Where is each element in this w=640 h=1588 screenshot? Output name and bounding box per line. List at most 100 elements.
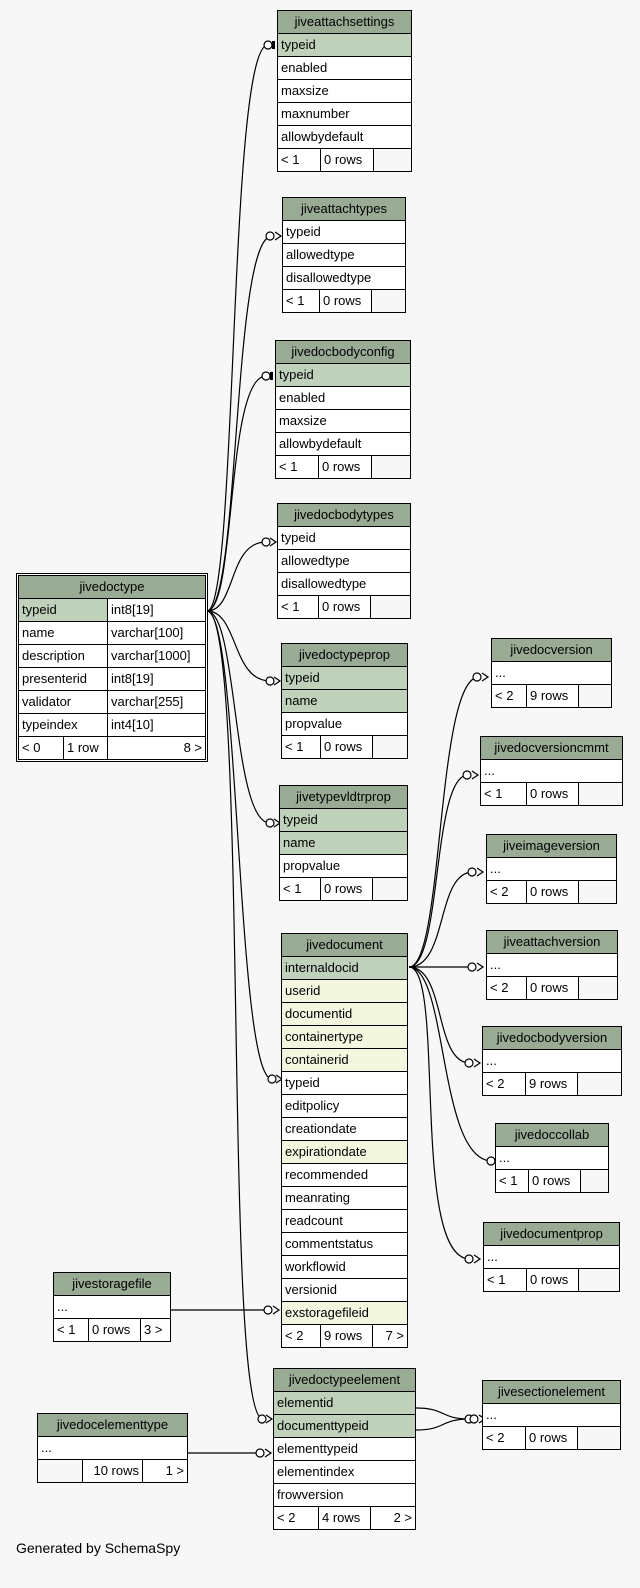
- parents-count[interactable]: < 0: [19, 737, 63, 759]
- column-row: recommended: [282, 1164, 407, 1187]
- column-row: typeid: [278, 527, 410, 550]
- column-name: elementid: [277, 1395, 334, 1410]
- column-name: ...: [490, 861, 501, 876]
- table-name: jivedocbodytypes: [278, 504, 410, 527]
- table-jivestoragefile[interactable]: jivestoragefile ... < 1 0 rows 3 >: [53, 1272, 171, 1342]
- parents-count[interactable]: < 1: [276, 456, 318, 478]
- table-jivedoccollab[interactable]: jivedoccollab ... < 1 0 rows: [495, 1123, 609, 1193]
- table-jiveattachtypes[interactable]: jiveattachtypes typeid allowedtype disal…: [282, 197, 406, 313]
- table-name: jivetypevldtrprop: [280, 786, 407, 809]
- column-row: ...: [487, 954, 617, 977]
- parents-count[interactable]: < 2: [487, 977, 526, 999]
- parents-count[interactable]: < 2: [492, 685, 526, 707]
- table-jivedocument[interactable]: jivedocument internaldocid userid docume…: [281, 933, 408, 1348]
- column-name: expirationdate: [285, 1144, 367, 1159]
- parents-count[interactable]: < 2: [274, 1507, 318, 1529]
- table-jivedocbodyversion[interactable]: jivedocbodyversion ... < 2 9 rows: [482, 1026, 622, 1096]
- column-type: varchar[1000]: [107, 645, 205, 667]
- children-count[interactable]: 2 >: [370, 1507, 415, 1529]
- table-footer: < 1 0 rows: [496, 1170, 608, 1192]
- table-footer: < 2 9 rows 7 >: [282, 1325, 407, 1347]
- column-row: name: [280, 832, 407, 855]
- column-row: containerid: [282, 1049, 407, 1072]
- table-footer: < 1 0 rows: [484, 1269, 619, 1291]
- parents-count[interactable]: < 1: [278, 149, 320, 171]
- table-jivedocversion[interactable]: jivedocversion ... < 2 9 rows: [491, 638, 612, 708]
- parents-count[interactable]: < 2: [282, 1325, 320, 1347]
- children-count[interactable]: 7 >: [372, 1325, 407, 1347]
- children-count[interactable]: 3 >: [140, 1319, 170, 1341]
- column-name: ...: [57, 1299, 68, 1314]
- row-count: 9 rows: [320, 1325, 372, 1347]
- parents-count[interactable]: < 1: [54, 1319, 88, 1341]
- column-row: meanrating: [282, 1187, 407, 1210]
- column-name: allowedtype: [281, 553, 350, 568]
- table-jivesectionelement[interactable]: jivesectionelement ... < 2 0 rows: [482, 1380, 621, 1450]
- column-name: versionid: [285, 1282, 338, 1297]
- table-jivedocversioncmmt[interactable]: jivedocversioncmmt ... < 1 0 rows: [480, 736, 623, 806]
- column-row: elementid: [274, 1392, 415, 1415]
- table-footer: < 1 0 rows: [280, 878, 407, 900]
- table-jivedocbodyconfig[interactable]: jivedocbodyconfig typeid enabled maxsize…: [275, 340, 411, 479]
- column-row: name varchar[100]: [19, 622, 205, 645]
- table-jivedocumentprop[interactable]: jivedocumentprop ... < 1 0 rows: [483, 1222, 620, 1292]
- column-row: typeid: [276, 364, 410, 387]
- table-jivetypevldtrprop[interactable]: jivetypevldtrprop typeid name propvalue …: [279, 785, 408, 901]
- edge-jivetypevldtrprop: [206, 610, 271, 824]
- column-name: name: [283, 835, 316, 850]
- parents-count[interactable]: < 2: [487, 881, 526, 903]
- edge-jiveattachtypes: [206, 235, 273, 612]
- column-name: ...: [487, 1249, 498, 1264]
- column-name: workflowid: [285, 1259, 346, 1274]
- table-footer: < 1 0 rows: [283, 290, 405, 312]
- column-type: int8[19]: [107, 599, 205, 621]
- children-count[interactable]: 8 >: [107, 737, 205, 759]
- parents-count[interactable]: < 1: [496, 1170, 528, 1192]
- column-row: ...: [483, 1050, 621, 1073]
- parents-count[interactable]: < 2: [483, 1427, 525, 1449]
- parents-count[interactable]: < 1: [278, 596, 318, 618]
- column-name: userid: [285, 983, 321, 998]
- parents-count[interactable]: < 1: [280, 878, 320, 900]
- table-jivedocbodytypes[interactable]: jivedocbodytypes typeid allowedtype disa…: [277, 503, 411, 619]
- row-count: 0 rows: [320, 736, 372, 758]
- parents-count[interactable]: < 1: [283, 290, 319, 312]
- parents-count: [38, 1460, 82, 1482]
- column-row: typeid: [280, 809, 407, 832]
- column-name: typeid: [285, 670, 320, 685]
- row-count: 0 rows: [526, 1269, 578, 1291]
- parents-count[interactable]: < 2: [483, 1073, 525, 1095]
- column-name: disallowedtype: [281, 576, 367, 591]
- column-row: elementindex: [274, 1461, 415, 1484]
- table-jiveattachversion[interactable]: jiveattachversion ... < 2 0 rows: [486, 930, 618, 1000]
- table-name: jivedoctypeelement: [274, 1369, 415, 1392]
- table-jivedoctype[interactable]: jivedoctype typeid int8[19] name varchar…: [16, 573, 208, 762]
- column-row: validator varchar[255]: [19, 691, 205, 714]
- table-name: jivestoragefile: [54, 1273, 170, 1296]
- column-name: typeid: [283, 812, 318, 827]
- column-name: enabled: [281, 60, 328, 75]
- column-row: allowbydefault: [278, 126, 411, 149]
- parents-count[interactable]: < 1: [484, 1269, 526, 1291]
- table-footer: < 2 0 rows: [487, 881, 616, 903]
- table-jivedoctypeelement[interactable]: jivedoctypeelement elementid documenttyp…: [273, 1368, 416, 1530]
- table-jivedoctypeprop[interactable]: jivedoctypeprop typeid name propvalue < …: [281, 643, 408, 759]
- parents-count[interactable]: < 1: [481, 783, 526, 805]
- column-name: containertype: [285, 1029, 364, 1044]
- column-row: ...: [54, 1296, 170, 1319]
- table-name: jiveimageversion: [487, 835, 616, 858]
- column-name: typeid: [19, 599, 107, 621]
- edge-jivedocversion: [408, 676, 480, 968]
- column-row: maxnumber: [278, 103, 411, 126]
- column-row: disallowedtype: [283, 267, 405, 290]
- row-count: 0 rows: [526, 783, 578, 805]
- table-jiveimageversion[interactable]: jiveimageversion ... < 2 0 rows: [486, 834, 617, 904]
- column-row: allowedtype: [278, 550, 410, 573]
- column-name: typeindex: [22, 717, 78, 732]
- table-jiveattachsettings[interactable]: jiveattachsettings typeid enabled maxsiz…: [277, 10, 412, 172]
- parents-count[interactable]: < 1: [282, 736, 320, 758]
- children-count[interactable]: 1 >: [142, 1460, 187, 1482]
- children-count: [372, 736, 407, 758]
- row-count: 0 rows: [320, 878, 372, 900]
- table-jivedocelementtype[interactable]: jivedocelementtype ... 10 rows 1 >: [37, 1413, 188, 1483]
